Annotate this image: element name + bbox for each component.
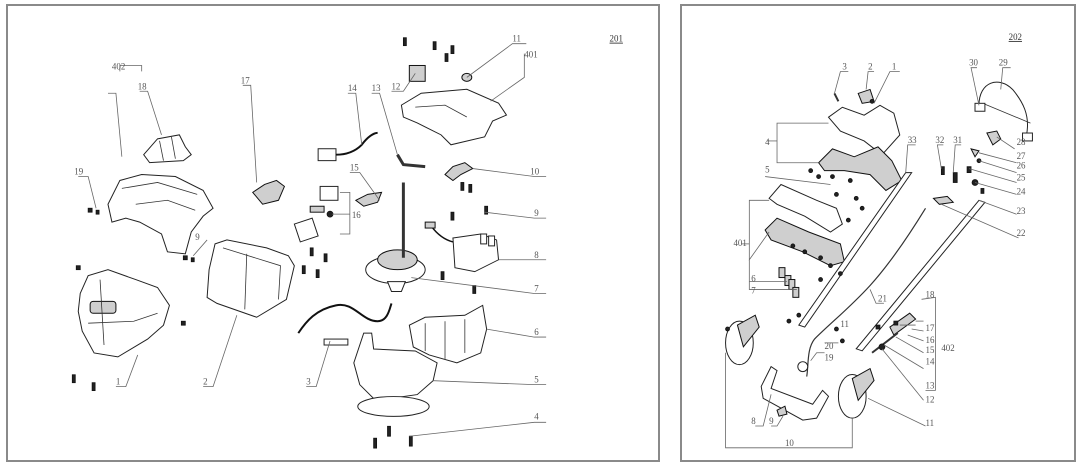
callout-19: 19 [825, 353, 834, 363]
callout-10: 10 [530, 167, 539, 177]
sheet-code: 201 [610, 34, 623, 44]
callout-4: 4 [765, 137, 770, 147]
part-21-cable [806, 207, 927, 377]
callout-26: 26 [1017, 161, 1026, 171]
callout-402: 402 [941, 343, 954, 353]
callout-402: 402 [112, 61, 125, 71]
part-18-top-cover [143, 134, 192, 164]
callout-6: 6 [751, 274, 756, 284]
part-402-rear-housing [107, 174, 214, 255]
leader-lines [78, 43, 547, 437]
callout-16: 16 [352, 210, 361, 220]
callout-2: 2 [868, 62, 872, 72]
exploded-view-panel-202: 20 2 [680, 4, 1076, 462]
part-401-frame-upper [768, 183, 843, 233]
part-29-handle-grip [974, 81, 1033, 142]
part-4-deck-upper [827, 88, 901, 156]
callout-3: 3 [842, 62, 847, 72]
part-8-axle [760, 361, 830, 421]
callout-3: 3 [306, 377, 311, 387]
callout-9-right: 9 [534, 208, 539, 218]
callout-17: 17 [241, 75, 250, 85]
parts-22-28 [932, 130, 1002, 205]
part-15-bracket [354, 191, 383, 207]
callout-20: 20 [825, 341, 834, 351]
callout-8: 8 [751, 416, 756, 426]
exploded-view-drawing-201: 201 [71, 34, 623, 449]
callout-2: 2 [203, 377, 207, 387]
callout-1: 1 [892, 62, 896, 72]
callout-15: 15 [350, 163, 359, 173]
sheet-code: 202 [1009, 32, 1022, 42]
callout-10: 10 [785, 438, 794, 448]
callout-18: 18 [138, 81, 147, 91]
part-402-handle-lock [871, 312, 917, 354]
callout-5: 5 [765, 165, 770, 175]
part-5-base [353, 332, 438, 417]
part-1-front-cover [77, 269, 170, 358]
leader-lines [725, 67, 1019, 449]
part-7-motor [365, 182, 426, 292]
callout-15: 15 [926, 345, 935, 355]
part-401-upper-housing [400, 88, 508, 146]
part-17-switch [251, 179, 286, 205]
callout-12: 12 [391, 81, 400, 91]
callout-14: 14 [926, 357, 935, 367]
part-6-7-springs [778, 267, 800, 298]
callout-4: 4 [534, 411, 539, 421]
callout-22: 22 [1017, 228, 1026, 238]
callout-7: 7 [751, 285, 756, 295]
exploded-view-drawing-202: 20 2 [725, 32, 1033, 449]
callout-14: 14 [348, 83, 357, 93]
part-left-wheel [725, 314, 760, 366]
part-10-bracket [444, 162, 474, 182]
callout-6: 6 [534, 327, 539, 337]
callout-27: 27 [1017, 151, 1026, 161]
callout-25: 25 [1017, 173, 1026, 183]
callout-9-left: 9 [195, 232, 200, 242]
part-12-connector [408, 64, 426, 82]
callout-16: 16 [926, 335, 935, 345]
callout-21: 21 [878, 293, 887, 303]
part-right-wheel [837, 367, 875, 419]
callout-13: 13 [926, 380, 935, 390]
callout-9: 9 [769, 416, 774, 426]
callout-18: 18 [926, 289, 935, 299]
callout-33: 33 [908, 135, 917, 145]
callout-5: 5 [534, 375, 539, 385]
callout-23: 23 [1017, 206, 1026, 216]
callout-28: 28 [1017, 137, 1026, 147]
part-13-link-rod [396, 153, 426, 169]
callout-13: 13 [372, 83, 381, 93]
part-3-cable [297, 303, 393, 346]
part-33-left-tube [798, 172, 913, 328]
callout-8: 8 [534, 250, 539, 260]
callout-7: 7 [534, 283, 539, 293]
callout-31: 31 [953, 135, 962, 145]
part-14-harness [317, 131, 378, 162]
callout-401: 401 [524, 50, 537, 60]
part-4-deck-lower [817, 146, 903, 192]
callout-1: 1 [116, 377, 120, 387]
callout-32: 32 [935, 135, 944, 145]
exploded-view-panel-201: 201 [6, 4, 660, 462]
callout-11-lower: 11 [926, 418, 935, 428]
callout-19: 19 [74, 167, 83, 177]
callout-401: 401 [733, 238, 746, 248]
part-8-controller [424, 221, 500, 273]
part-16-small-parts [293, 185, 339, 243]
part-6-frame [408, 304, 488, 364]
screws [71, 37, 489, 449]
callout-11-upper: 11 [840, 319, 849, 329]
callout-24: 24 [1017, 186, 1026, 196]
callout-11: 11 [512, 34, 521, 44]
callout-17: 17 [926, 323, 935, 333]
part-2-battery-box [206, 239, 295, 318]
callout-29: 29 [999, 58, 1008, 68]
callout-12: 12 [926, 394, 935, 404]
screws [725, 168, 865, 344]
callout-30: 30 [969, 58, 978, 68]
